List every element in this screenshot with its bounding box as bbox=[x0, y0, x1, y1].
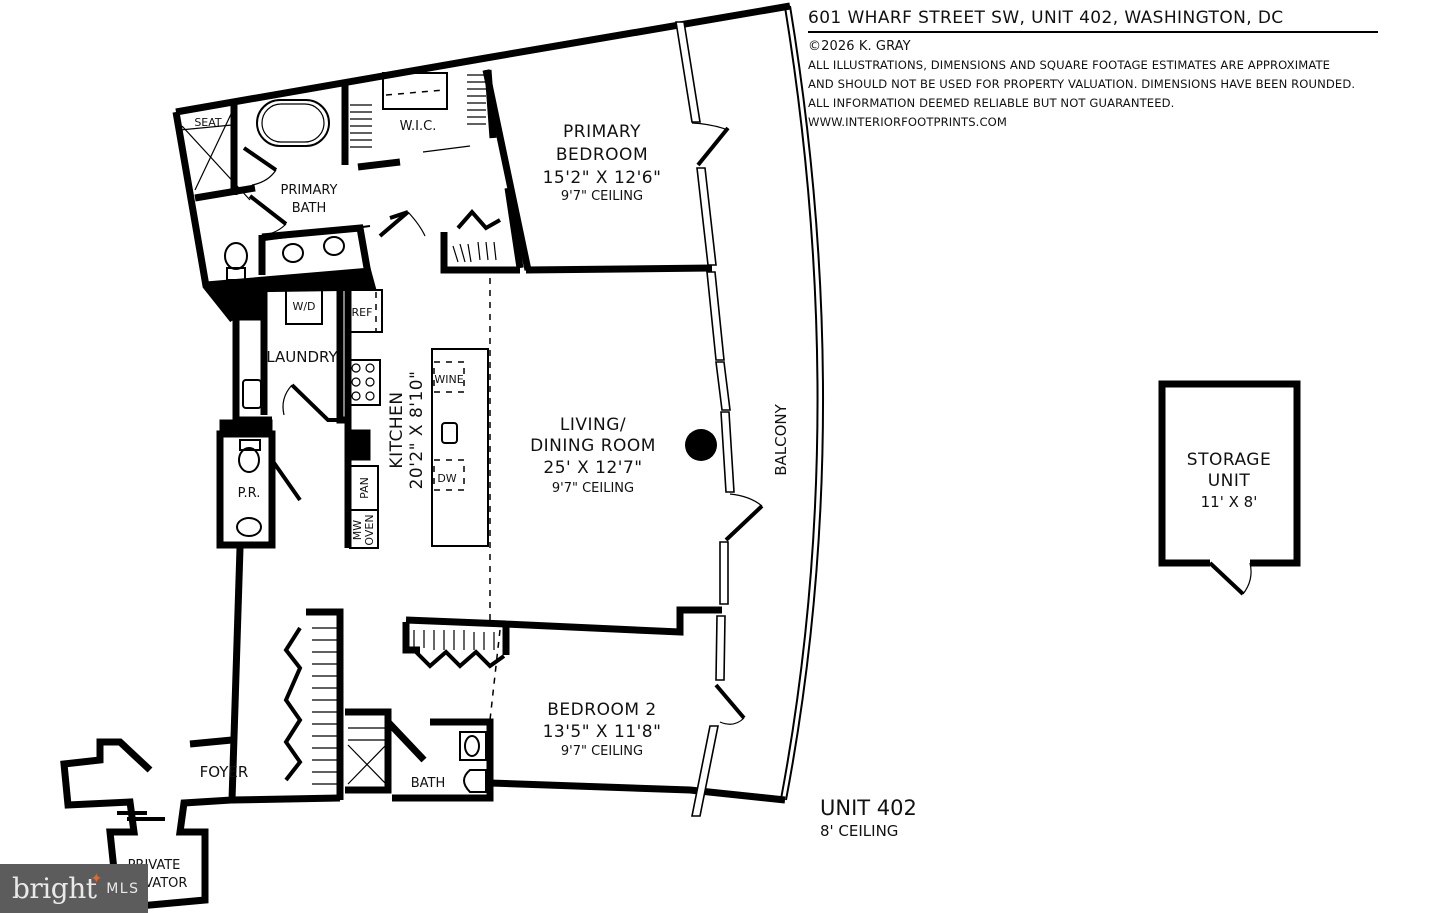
property-address-title: 601 WHARF STREET SW, UNIT 402, WASHINGTO… bbox=[808, 8, 1378, 33]
label-dw: DW bbox=[437, 472, 456, 485]
bright-mls-watermark: bright ✦ MLS bbox=[0, 864, 148, 913]
website-text: WWW.INTERIORFOOTPRINTS.COM bbox=[808, 115, 1007, 129]
label-storage-name1: STORAGE bbox=[1187, 450, 1271, 470]
structural-column bbox=[685, 429, 717, 461]
disclaimer-line-3: ALL INFORMATION DEEMED RELIABLE BUT NOT … bbox=[808, 96, 1175, 110]
label-wd: W/D bbox=[292, 300, 315, 313]
bedroom2-bottom-wall bbox=[489, 779, 786, 804]
label-wic: W.I.C. bbox=[400, 119, 437, 134]
balcony-rail-outer bbox=[785, 5, 825, 801]
copyright-text: ©2026 K. GRAY bbox=[808, 39, 911, 54]
doors-primary-suite bbox=[242, 146, 501, 238]
label-wine: WINE bbox=[434, 373, 463, 386]
toilet-icon bbox=[224, 242, 248, 281]
label-seat: SEAT bbox=[194, 116, 222, 129]
watermark-brand: bright bbox=[12, 872, 97, 905]
plan-header: 601 WHARF STREET SW, UNIT 402, WASHINGTO… bbox=[808, 8, 1432, 132]
lower-walls bbox=[60, 547, 722, 912]
label-bedroom2-name: BEDROOM 2 bbox=[547, 700, 656, 720]
disclaimer-line-2: AND SHOULD NOT BE USED FOR PROPERTY VALU… bbox=[808, 77, 1356, 91]
label-living-name2: DINING ROOM bbox=[530, 436, 656, 456]
label-powder-room: P.R. bbox=[238, 486, 261, 501]
windows-living bbox=[706, 271, 764, 605]
label-living-ceiling: 9'7" CEILING bbox=[552, 481, 634, 496]
label-primary-bedroom-ceiling: 9'7" CEILING bbox=[561, 189, 643, 204]
label-bath: BATH bbox=[411, 776, 446, 791]
windows-primary-bedroom bbox=[675, 21, 730, 266]
label-laundry: LAUNDRY bbox=[266, 348, 338, 366]
label-primary-bedroom-name2: BEDROOM bbox=[556, 145, 648, 165]
label-storage-dims: 11' X 8' bbox=[1201, 493, 1258, 511]
unit-label: UNIT 402 8' CEILING bbox=[820, 796, 917, 840]
bathtub-icon bbox=[256, 99, 330, 147]
label-primary-bath-name2: BATH bbox=[292, 201, 327, 216]
exterior-walls bbox=[172, 2, 825, 804]
label-balcony: BALCONY bbox=[772, 403, 790, 475]
vanity-sinks-icon bbox=[263, 225, 371, 263]
label-primary-bath-name1: PRIMARY bbox=[281, 183, 338, 198]
disclaimer-line-1: ALL ILLUSTRATIONS, DIMENSIONS AND SQUARE… bbox=[808, 58, 1331, 72]
label-ref: REF bbox=[352, 306, 373, 319]
label-kitchen-dims: 20'2" X 8'10" bbox=[407, 371, 427, 490]
wic-shelving bbox=[350, 72, 486, 153]
label-living-name1: LIVING/ bbox=[560, 415, 626, 435]
label-primary-bedroom-name1: PRIMARY bbox=[563, 122, 641, 142]
label-primary-bedroom-dims: 15'2" X 12'6" bbox=[543, 168, 662, 188]
label-storage-name2: UNIT bbox=[1208, 471, 1251, 491]
label-bedroom2-dims: 13'5" X 11'8" bbox=[543, 722, 662, 742]
watermark-suffix: MLS bbox=[106, 880, 140, 897]
label-foyer: FOYER bbox=[200, 763, 249, 781]
storage-unit-walls bbox=[1158, 380, 1301, 596]
watermark-spark-icon: ✦ bbox=[90, 870, 103, 887]
primary-suite-walls bbox=[179, 69, 713, 322]
laundry-kitchen-walls bbox=[216, 278, 491, 620]
windows-bedroom2 bbox=[691, 615, 746, 817]
unit-name: UNIT 402 bbox=[820, 796, 917, 820]
label-pan: PAN bbox=[358, 477, 371, 499]
label-bedroom2-ceiling: 9'7" CEILING bbox=[561, 744, 643, 759]
label-living-dims: 25' X 12'7" bbox=[543, 458, 642, 478]
top-wall bbox=[175, 2, 791, 116]
linen-closet-shelving bbox=[452, 241, 497, 263]
balcony-rail-inner bbox=[780, 6, 819, 800]
label-kitchen-name: KITCHEN bbox=[387, 391, 407, 468]
label-oven: OVEN bbox=[363, 514, 376, 545]
label-mw: MW bbox=[351, 520, 364, 540]
unit-ceiling: 8' CEILING bbox=[820, 822, 899, 840]
